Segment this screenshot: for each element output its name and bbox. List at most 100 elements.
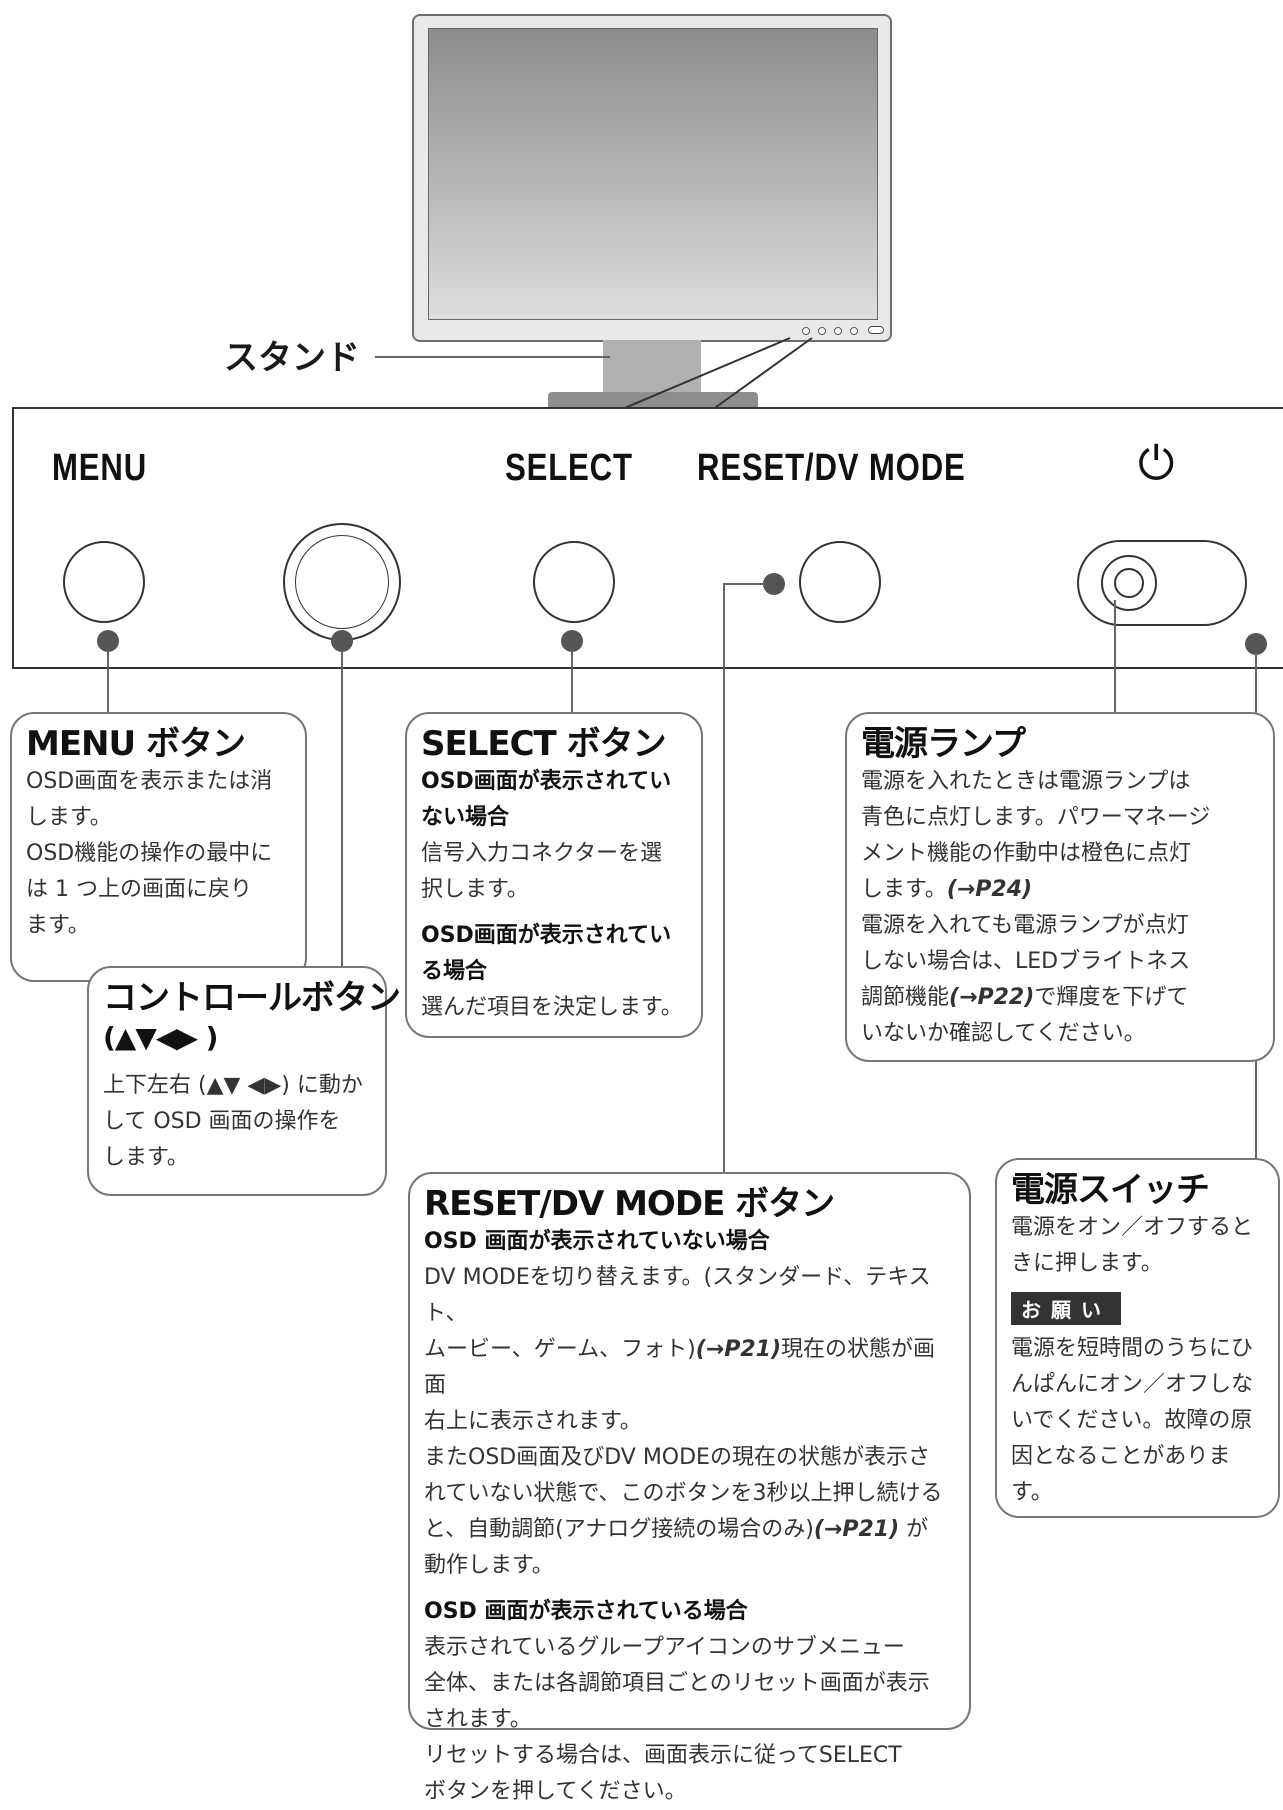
reset-callout: RESET/DV MODE ボタン OSD 画面が表示されていない場合 DV M… xyxy=(408,1172,971,1804)
menu-callout-line: します。 xyxy=(26,805,112,830)
control-button[interactable] xyxy=(283,523,401,641)
select-callout: SELECT ボタン OSD画面が表示されてい ない場合 信号入力コネクターを選… xyxy=(405,712,703,1038)
page-ref-link[interactable]: (→P22) xyxy=(949,985,1035,1010)
select-callout-sub: OSD画面が表示されてい xyxy=(421,769,672,794)
menu-button[interactable] xyxy=(63,541,145,623)
control-dot xyxy=(331,630,353,652)
reset-callout-line: DV MODEを切り替えます。(スタンダード、テキスト、 xyxy=(424,1265,931,1326)
onegai-badge: お願い xyxy=(1011,1292,1121,1325)
reset-button[interactable] xyxy=(799,541,881,623)
lamp-leader xyxy=(1114,600,1116,714)
reset-leader-h xyxy=(723,583,765,585)
monitor-button-dot xyxy=(850,327,858,335)
monitor-stand xyxy=(603,340,701,400)
stand-label: スタンド xyxy=(224,338,360,378)
page-ref-link[interactable]: (→P21) xyxy=(813,1517,900,1542)
menu-callout-title: MENU ボタン xyxy=(26,724,246,764)
power-button[interactable] xyxy=(1077,540,1247,626)
menu-callout: MENU ボタン OSD画面を表示または消 します。 OSD機能の操作の最中に … xyxy=(10,712,307,982)
lamp-text: します。 xyxy=(861,877,947,902)
control-leader xyxy=(341,650,343,968)
lamp-callout-line: 電源を入れても電源ランプが点灯 xyxy=(861,913,1189,938)
monitor-button-dot xyxy=(802,327,810,335)
page-ref-link[interactable]: (→P24) xyxy=(946,877,1033,902)
reset-callout-line: れていない状態で、このボタンを3秒以上押し続ける xyxy=(424,1481,943,1506)
reset-callout-line: リセットする場合は、画面表示に従ってSELECT xyxy=(424,1743,902,1768)
zoom-lines xyxy=(619,337,813,411)
switch-callout-note: いでください。故障の原 xyxy=(1011,1408,1253,1433)
power-lamp xyxy=(1114,568,1144,598)
monitor-screen xyxy=(428,28,878,320)
reset-callout-line: ムービー、ゲーム、フォト)(→P21)現在の状態が画面 xyxy=(424,1332,957,1404)
reset-callout-line: 右上に表示されます。 xyxy=(424,1409,642,1434)
menu-callout-line: OSD画面を表示または消 xyxy=(26,769,273,794)
select-callout-line: 選んだ項目を決定します。 xyxy=(421,995,683,1020)
select-button[interactable] xyxy=(533,541,615,623)
reset-callout-title: RESET/DV MODE ボタン xyxy=(424,1184,835,1224)
switch-callout-title: 電源スイッチ xyxy=(1011,1170,1210,1210)
reset-callout-sub: OSD 画面が表示されていない場合 xyxy=(424,1229,770,1254)
control-callout-line: して OSD 画面の操作を xyxy=(103,1109,341,1134)
lamp-callout-line: メント機能の作動中は橙色に点灯 xyxy=(861,841,1192,866)
switch-callout-note: んぱんにオン／オフしな xyxy=(1011,1372,1254,1397)
select-label: SELECT xyxy=(505,447,633,489)
lamp-callout-line: 調節機能(→P22)で輝度を下げて xyxy=(861,980,1261,1016)
reset-callout-line: と、自動調節(アナログ接続の場合のみ)(→P21) が xyxy=(424,1512,957,1548)
menu-leader xyxy=(107,650,109,714)
reset-callout-line: またOSD画面及びDV MODEの現在の状態が表示さ xyxy=(424,1445,930,1470)
power-lamp-ring xyxy=(1101,555,1157,611)
reset-text: 現在の状態が画面 xyxy=(424,1337,936,1398)
select-callout-sub: ない場合 xyxy=(421,805,510,830)
control-callout-line: 上下左右 (▲▼ ◀▶) に動か xyxy=(103,1073,363,1098)
monitor-button-dot xyxy=(834,327,842,335)
lamp-callout-title: 電源ランプ xyxy=(861,724,1026,764)
lamp-callout-line: 電源を入れたときは電源ランプは xyxy=(861,769,1191,794)
lamp-callout-line: いないか確認してください。 xyxy=(861,1021,1146,1046)
lamp-text: 調節機能 xyxy=(861,985,950,1010)
lamp-callout-line: します。(→P24) xyxy=(861,872,1261,908)
reset-dot xyxy=(763,573,785,595)
control-callout-title: コントロールボタン xyxy=(103,978,401,1018)
switch-callout-line: 電源をオン／オフすると xyxy=(1011,1215,1254,1240)
select-callout-title: SELECT ボタン xyxy=(421,724,667,764)
reset-callout-line: 表示されているグループアイコンのサブメニュー xyxy=(424,1635,905,1660)
control-callout-arrows: (▲▼◀▶ ) xyxy=(103,1021,218,1054)
control-button-inner xyxy=(295,535,389,629)
power-icon: ⏻ xyxy=(1138,436,1175,490)
switch-callout-line: きに押します。 xyxy=(1011,1251,1163,1276)
select-callout-line: 択します。 xyxy=(421,877,529,902)
page-ref-link[interactable]: (→P21) xyxy=(695,1337,782,1362)
switch-callout-note: 因となることがあります。 xyxy=(1011,1444,1231,1505)
stand-leader-line xyxy=(375,356,610,358)
monitor-button-dot xyxy=(818,327,826,335)
switch-callout: 電源スイッチ 電源をオン／オフすると きに押します。 お願い 電源を短時間のうち… xyxy=(995,1158,1280,1518)
reset-callout-sub: OSD 画面が表示されている場合 xyxy=(424,1599,748,1624)
reset-text: が xyxy=(899,1517,929,1542)
reset-text: と、自動調節(アナログ接続の場合のみ) xyxy=(424,1517,814,1542)
control-callout: コントロールボタン (▲▼◀▶ ) 上下左右 (▲▼ ◀▶) に動か して OS… xyxy=(87,966,401,1196)
menu-callout-line: OSD機能の操作の最中に xyxy=(26,841,273,866)
reset-leader-v xyxy=(723,583,725,1175)
reset-callout-line: されます。 xyxy=(424,1707,532,1732)
menu-label: MENU xyxy=(52,447,148,489)
reset-text: ムービー、ゲーム、フォト) xyxy=(424,1337,696,1362)
menu-dot xyxy=(97,630,119,652)
menu-callout-line: ます。 xyxy=(26,913,90,938)
lamp-callout-line: 青色に点灯します。パワーマネージ xyxy=(861,805,1211,830)
select-callout-sub: る場合 xyxy=(421,959,488,984)
control-callout-line: します。 xyxy=(103,1145,189,1170)
select-dot xyxy=(561,630,583,652)
select-callout-sub: OSD画面が表示されてい xyxy=(421,923,672,948)
reset-label: RESET/DV MODE xyxy=(697,447,966,489)
lamp-callout-line: しない場合は、LEDブライトネス xyxy=(861,949,1191,974)
switch-dot xyxy=(1245,633,1267,655)
menu-callout-line: は 1 つ上の画面に戻り xyxy=(26,877,252,902)
reset-callout-line: 動作します。 xyxy=(424,1553,554,1578)
lamp-text: で輝度を下げて xyxy=(1034,985,1189,1010)
reset-callout-line: 全体、または各調節項目ごとのリセット画面が表示 xyxy=(424,1671,930,1696)
select-callout-line: 信号入力コネクターを選 xyxy=(421,841,663,866)
button-panel xyxy=(12,407,1283,669)
select-leader xyxy=(571,650,573,714)
switch-callout-note: 電源を短時間のうちにひ xyxy=(1011,1336,1254,1361)
monitor-power-indicator xyxy=(868,326,884,334)
